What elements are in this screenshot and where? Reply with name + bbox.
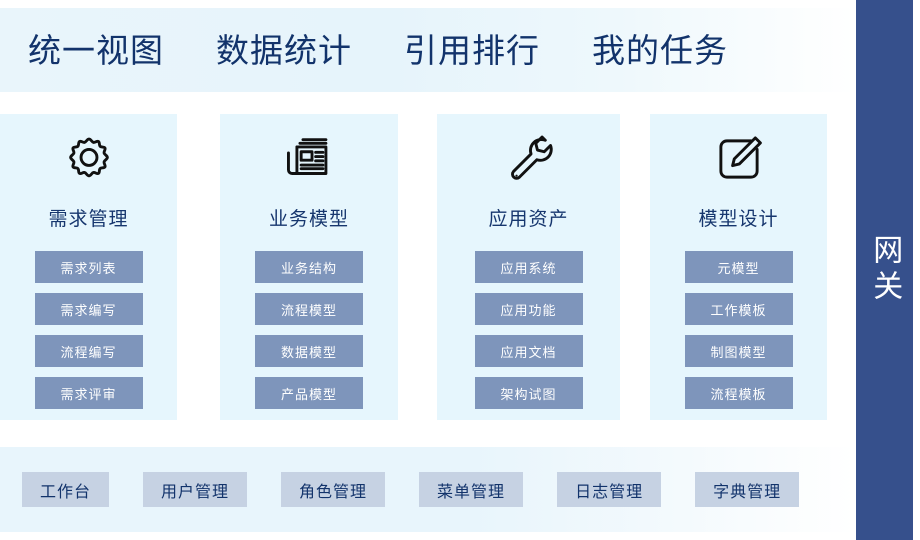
card-button-requirement-review[interactable]: 需求评审	[34, 377, 143, 409]
card-button-data-model[interactable]: 数据模型	[255, 335, 363, 367]
module-card-title: 业务模型	[268, 209, 349, 230]
wrench-icon	[498, 128, 560, 190]
card-button-application-system[interactable]: 应用系统	[474, 251, 583, 283]
nav-item-unified-view[interactable]: 统一视图	[28, 31, 164, 69]
card-button-process-model[interactable]: 流程模型	[255, 293, 363, 325]
card-button-product-model[interactable]: 产品模型	[255, 377, 363, 409]
card-button-meta-model[interactable]: 元模型	[684, 251, 793, 283]
card-button-business-structure[interactable]: 业务结构	[255, 251, 363, 283]
bottom-button-workbench[interactable]: 工作台	[22, 472, 110, 507]
module-card-title: 需求管理	[48, 209, 129, 230]
module-card-requirements[interactable]: 需求管理 需求列表 需求编写 流程编写 需求评审	[0, 114, 177, 420]
module-card-button-list: 应用系统 应用功能 应用文档 架构试图	[474, 251, 583, 409]
gear-icon	[58, 128, 120, 190]
bottom-button-log-management[interactable]: 日志管理	[557, 472, 662, 507]
card-button-requirement-list[interactable]: 需求列表	[34, 251, 143, 283]
nav-item-citation-ranking[interactable]: 引用排行	[404, 31, 540, 69]
pencil-square-icon	[708, 128, 770, 190]
module-card-business-model[interactable]: 业务模型 业务结构 流程模型 数据模型 产品模型	[220, 114, 398, 420]
gateway-rail[interactable]: 网关	[856, 0, 913, 540]
module-card-title: 应用资产	[488, 209, 569, 230]
card-button-application-function[interactable]: 应用功能	[474, 293, 583, 325]
bottom-button-user-management[interactable]: 用户管理	[143, 472, 248, 507]
module-card-application-assets[interactable]: 应用资产 应用系统 应用功能 应用文档 架构试图	[437, 114, 620, 420]
bottom-button-menu-management[interactable]: 菜单管理	[419, 472, 524, 507]
newspaper-icon	[278, 128, 340, 190]
card-button-process-template[interactable]: 流程模板	[684, 377, 793, 409]
nav-item-data-statistics[interactable]: 数据统计	[216, 31, 352, 69]
card-button-diagram-model[interactable]: 制图模型	[684, 335, 793, 367]
module-card-button-list: 元模型 工作模板 制图模型 流程模板	[684, 251, 793, 409]
card-button-application-document[interactable]: 应用文档	[474, 335, 583, 367]
module-card-model-design[interactable]: 模型设计 元模型 工作模板 制图模型 流程模板	[650, 114, 827, 420]
module-card-row: 需求管理 需求列表 需求编写 流程编写 需求评审	[0, 114, 855, 420]
bottom-button-role-management[interactable]: 角色管理	[281, 472, 386, 507]
module-card-title: 模型设计	[698, 209, 779, 230]
module-card-button-list: 需求列表 需求编写 流程编写 需求评审	[34, 251, 143, 409]
module-card-button-list: 业务结构 流程模型 数据模型 产品模型	[255, 251, 363, 409]
top-navigation-bar: 统一视图 数据统计 引用排行 我的任务	[0, 8, 855, 92]
gateway-label: 网关	[868, 234, 902, 306]
card-button-requirement-authoring[interactable]: 需求编写	[34, 293, 143, 325]
nav-item-my-tasks[interactable]: 我的任务	[592, 31, 728, 69]
bottom-button-dictionary-management[interactable]: 字典管理	[695, 472, 800, 507]
card-button-architecture-view[interactable]: 架构试图	[474, 377, 583, 409]
card-button-process-authoring[interactable]: 流程编写	[34, 335, 143, 367]
bottom-admin-bar: 工作台 用户管理 角色管理 菜单管理 日志管理 字典管理	[0, 447, 855, 532]
card-button-work-template[interactable]: 工作模板	[684, 293, 793, 325]
